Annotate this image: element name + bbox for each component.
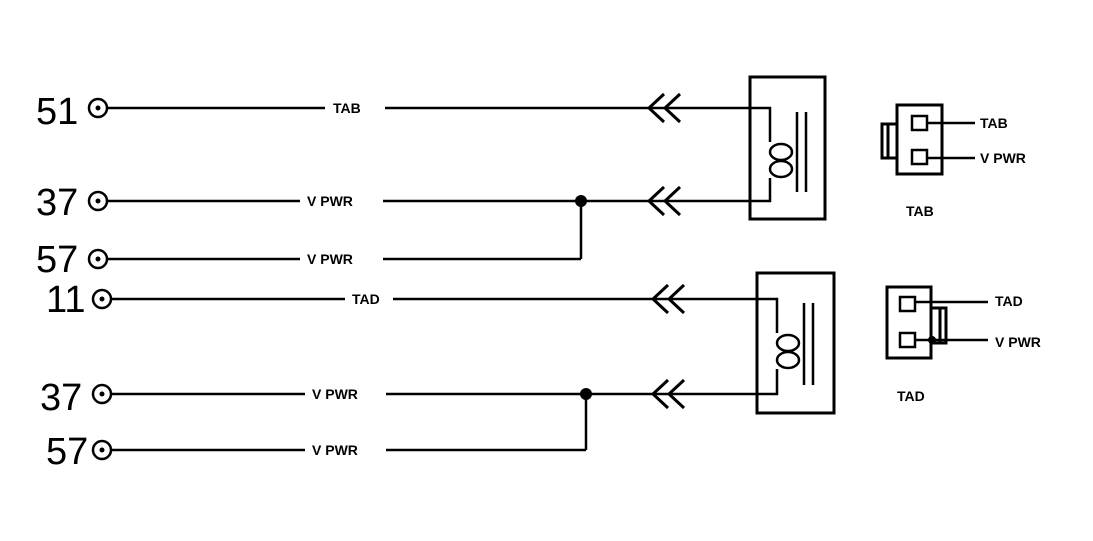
wire-label-vpwr: V PWR — [312, 386, 358, 402]
connector-face-tad — [885, 285, 988, 360]
connector-pin-label-vpwr: V PWR — [995, 334, 1041, 350]
terminal-icon — [91, 383, 113, 405]
wire-label-vpwr: V PWR — [307, 251, 353, 267]
lower-circuit: 11 TAD 37 V PWR 57 V PWR — [40, 271, 1041, 473]
wire-label-vpwr: V PWR — [307, 193, 353, 209]
connector-chevron-icon — [650, 378, 686, 410]
connector-pin-label-tab: TAB — [980, 115, 1008, 131]
upper-circuit: 51 TAB 37 V PWR 57 V PWR — [36, 75, 1026, 281]
connector-chevron-icon — [646, 185, 682, 217]
terminal-icon — [91, 288, 113, 310]
solenoid-icon — [755, 271, 836, 415]
pin-number-57: 57 — [36, 239, 78, 281]
terminal-icon — [87, 248, 109, 270]
pin-number-57: 57 — [46, 431, 88, 473]
pin-number-11: 11 — [46, 279, 85, 321]
connector-pin-label-vpwr: V PWR — [980, 150, 1026, 166]
terminal-icon — [91, 439, 113, 461]
wire-label-tab: TAB — [333, 100, 361, 116]
terminal-icon — [87, 97, 109, 119]
connector-face-tab — [880, 103, 975, 176]
connector-name-tab: TAB — [906, 203, 934, 219]
terminal-icon — [87, 190, 109, 212]
connector-pin-label-tad: TAD — [995, 293, 1023, 309]
wire-label-vpwr: V PWR — [312, 442, 358, 458]
connector-name-tad: TAD — [897, 388, 925, 404]
pin-number-37: 37 — [40, 377, 82, 419]
wire-label-tad: TAD — [352, 291, 380, 307]
pin-number-37: 37 — [36, 182, 78, 224]
connector-chevron-icon — [646, 92, 682, 124]
pin-number-51: 51 — [36, 91, 78, 133]
solenoid-icon — [748, 75, 827, 221]
connector-chevron-icon — [650, 283, 686, 315]
